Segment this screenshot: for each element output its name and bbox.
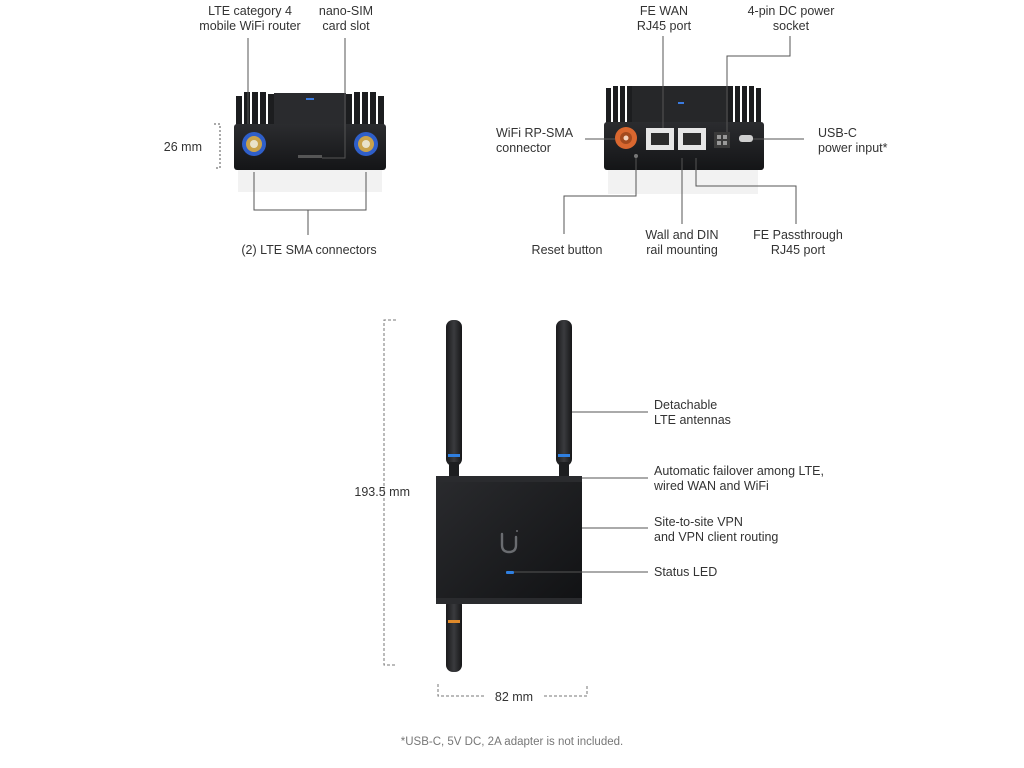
lte-sma-connector-right [354, 132, 378, 156]
width-dimension-line [437, 684, 588, 697]
wan-port-label: FE WAN RJ45 port [636, 4, 692, 33]
cooling-fins-left [236, 92, 274, 126]
width-82mm-label: 82 mm [494, 690, 534, 704]
rear-fins-left [606, 86, 632, 128]
dc-socket-label: 4-pin DC power socket [747, 4, 835, 33]
device-body [436, 476, 582, 604]
passthrough-label: FE Passthrough RJ45 port [753, 228, 843, 257]
antennas-label: Detachable LTE antennas [654, 398, 731, 427]
fe-wan-rj45-port [646, 128, 674, 150]
height-26mm-label: 26 mm [163, 140, 202, 154]
brand-logo-icon [500, 530, 518, 554]
main-device-view [383, 319, 648, 697]
footnote: *USB-C, 5V DC, 2A adapter is not include… [400, 736, 624, 748]
reset-label: Reset button [531, 243, 603, 257]
status-led-label: Status LED [654, 565, 718, 579]
height-dimension-line [383, 319, 396, 666]
nano-sim-slot [298, 155, 322, 158]
top-left-leader-lines [214, 38, 367, 235]
wifi-rp-sma-connector [615, 127, 637, 149]
rear-view [563, 36, 804, 234]
device-end-panel [234, 124, 386, 170]
vpn-label: Site-to-site VPN and VPN client routing [654, 515, 779, 544]
mounting-label: Wall and DIN rail mounting [645, 228, 719, 257]
usb-c-port [739, 135, 753, 142]
dc-power-socket [714, 132, 730, 148]
wifi-sma-label: WiFi RP-SMA connector [496, 126, 574, 155]
reset-button [634, 154, 638, 158]
sim-slot-label: nano-SIM card slot [318, 4, 374, 33]
lte-antenna-left [446, 320, 462, 480]
wifi-antenna-bottom [446, 598, 462, 672]
device-shadow [238, 170, 382, 192]
device-top [274, 93, 346, 126]
rear-fins-right [728, 86, 761, 128]
top-right-leader-lines [563, 36, 804, 234]
bottom-leader-lines [514, 411, 648, 573]
rear-status-led [678, 102, 684, 104]
lte-sma-connector-left [242, 132, 266, 156]
sma-connectors-label: (2) LTE SMA connectors [241, 243, 377, 257]
rear-top [632, 86, 728, 126]
usbc-label: USB-C power input* [818, 126, 888, 155]
height-193mm-label: 193.5 mm [354, 485, 410, 499]
front-end-view [214, 38, 386, 235]
cooling-fins-right [346, 92, 384, 126]
status-led [506, 571, 514, 574]
failover-label: Automatic failover among LTE, wired WAN … [654, 464, 824, 493]
lte-antenna-right [556, 320, 572, 480]
body-fin-edges [436, 476, 582, 604]
top-status-led [306, 98, 314, 100]
fe-passthrough-rj45-port [678, 128, 706, 150]
router-label: LTE category 4 mobile WiFi router [199, 4, 301, 33]
rear-shadow [608, 170, 758, 194]
